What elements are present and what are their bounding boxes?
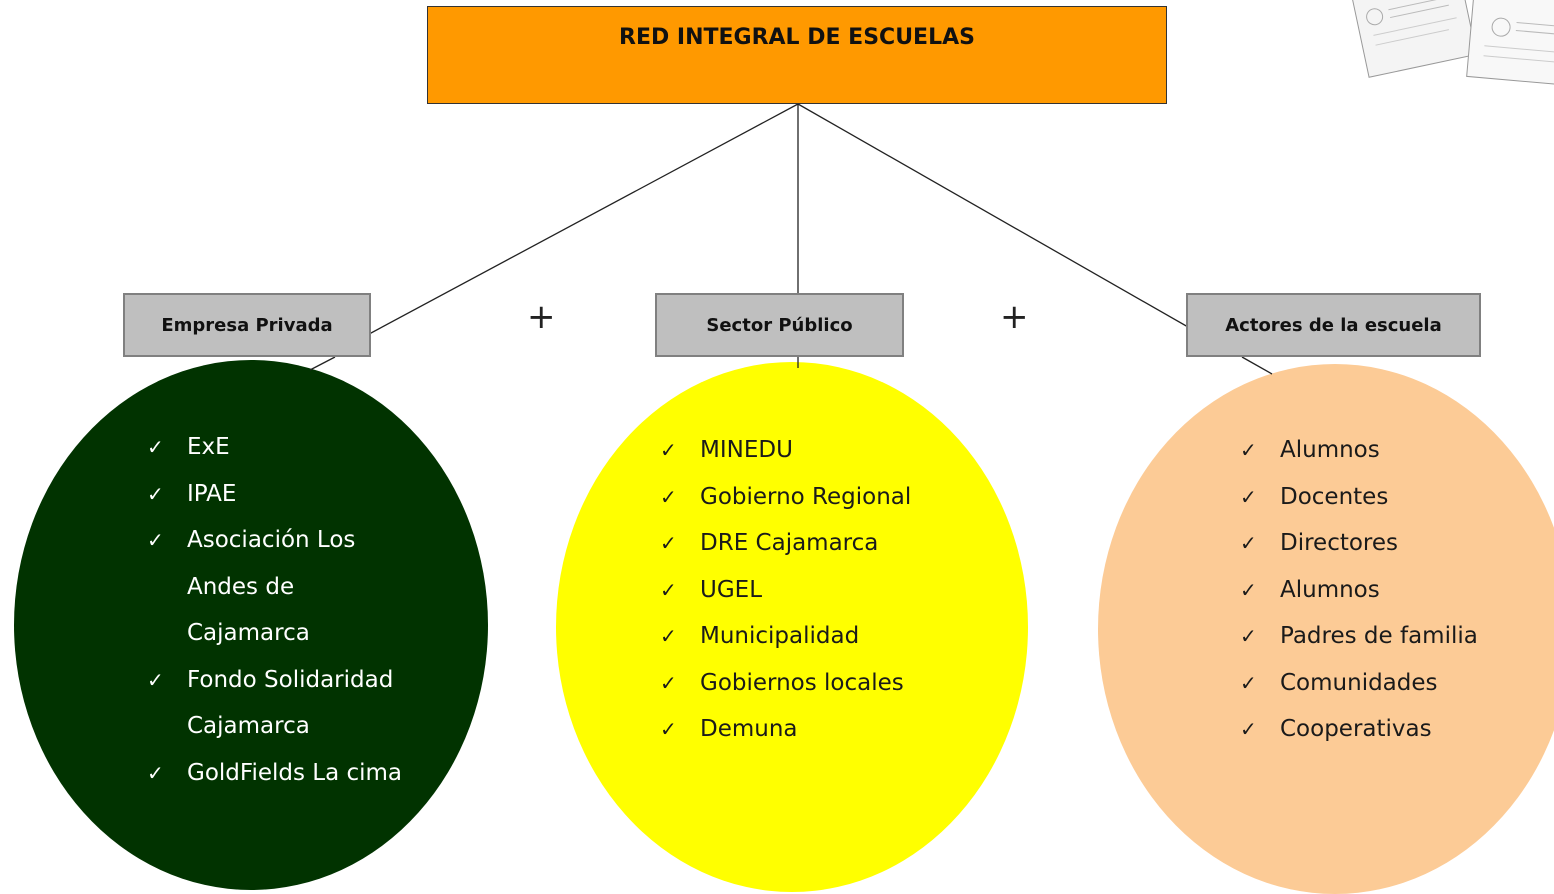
check-icon: ✓ <box>147 667 164 692</box>
check-icon: ✓ <box>147 528 164 552</box>
sector-publico-ellipse <box>556 362 1028 892</box>
root-node: RED INTEGRAL DE ESCUELAS <box>427 6 1167 104</box>
list-item: ✓Municipalidad <box>660 613 960 660</box>
list-item: ✓Padres de familia <box>1240 613 1540 660</box>
list-item: ✓Gobiernos locales <box>660 660 960 707</box>
check-icon: ✓ <box>660 670 677 695</box>
root-title: RED INTEGRAL DE ESCUELAS <box>619 25 975 50</box>
list-item: ✓Alumnos <box>1240 567 1540 614</box>
documents-illustration <box>1349 0 1554 87</box>
check-icon: ✓ <box>1240 624 1257 648</box>
actores-escuela-list: ✓Alumnos ✓Docentes ✓Directores ✓Alumnos … <box>1240 427 1540 753</box>
list-item: ✓UGEL <box>660 567 960 614</box>
category-label: Actores de la escuela <box>1225 314 1442 336</box>
empresa-privada-ellipse <box>14 360 488 890</box>
check-icon: ✓ <box>660 624 677 648</box>
check-icon: ✓ <box>1240 717 1257 741</box>
empresa-privada-list: ✓ExE ✓IPAE ✓Asociación Los Andes de Caja… <box>147 424 427 796</box>
list-item: ✓GoldFields La cima <box>147 750 427 797</box>
check-icon: ✓ <box>147 481 164 506</box>
check-icon: ✓ <box>1240 670 1257 695</box>
check-icon: ✓ <box>147 760 164 785</box>
plus-operator: + <box>1000 297 1029 337</box>
list-item: ✓ExE <box>147 424 427 471</box>
check-icon: ✓ <box>660 484 677 509</box>
check-icon: ✓ <box>660 531 677 555</box>
list-item: ✓Docentes <box>1240 474 1540 521</box>
list-item: ✓MINEDU <box>660 427 960 474</box>
category-actores-escuela: Actores de la escuela <box>1186 293 1481 357</box>
check-icon: ✓ <box>1240 438 1257 462</box>
category-label: Empresa Privada <box>161 314 333 336</box>
check-icon: ✓ <box>1240 531 1257 555</box>
check-icon: ✓ <box>660 577 677 602</box>
list-item: ✓Demuna <box>660 706 960 753</box>
check-icon: ✓ <box>147 435 164 459</box>
check-icon: ✓ <box>1240 484 1257 509</box>
list-item: ✓Asociación Los Andes de Cajamarca <box>147 517 377 657</box>
list-item: ✓Cooperativas <box>1240 706 1540 753</box>
list-item: ✓Gobierno Regional <box>660 474 960 521</box>
list-item: ✓Fondo Solidaridad Cajamarca <box>147 657 427 750</box>
list-item: ✓DRE Cajamarca <box>660 520 960 567</box>
check-icon: ✓ <box>660 438 677 462</box>
sector-publico-list: ✓MINEDU ✓Gobierno Regional ✓DRE Cajamarc… <box>660 427 960 753</box>
list-item: ✓Directores <box>1240 520 1540 567</box>
list-item: ✓Alumnos <box>1240 427 1540 474</box>
category-sector-publico: Sector Público <box>655 293 904 357</box>
check-icon: ✓ <box>660 717 677 741</box>
category-empresa-privada: Empresa Privada <box>123 293 371 357</box>
list-item: ✓Comunidades <box>1240 660 1540 707</box>
check-icon: ✓ <box>1240 577 1257 602</box>
list-item: ✓IPAE <box>147 471 427 518</box>
plus-operator: + <box>527 297 556 337</box>
actores-escuela-ellipse <box>1098 364 1554 894</box>
category-label: Sector Público <box>706 314 853 336</box>
